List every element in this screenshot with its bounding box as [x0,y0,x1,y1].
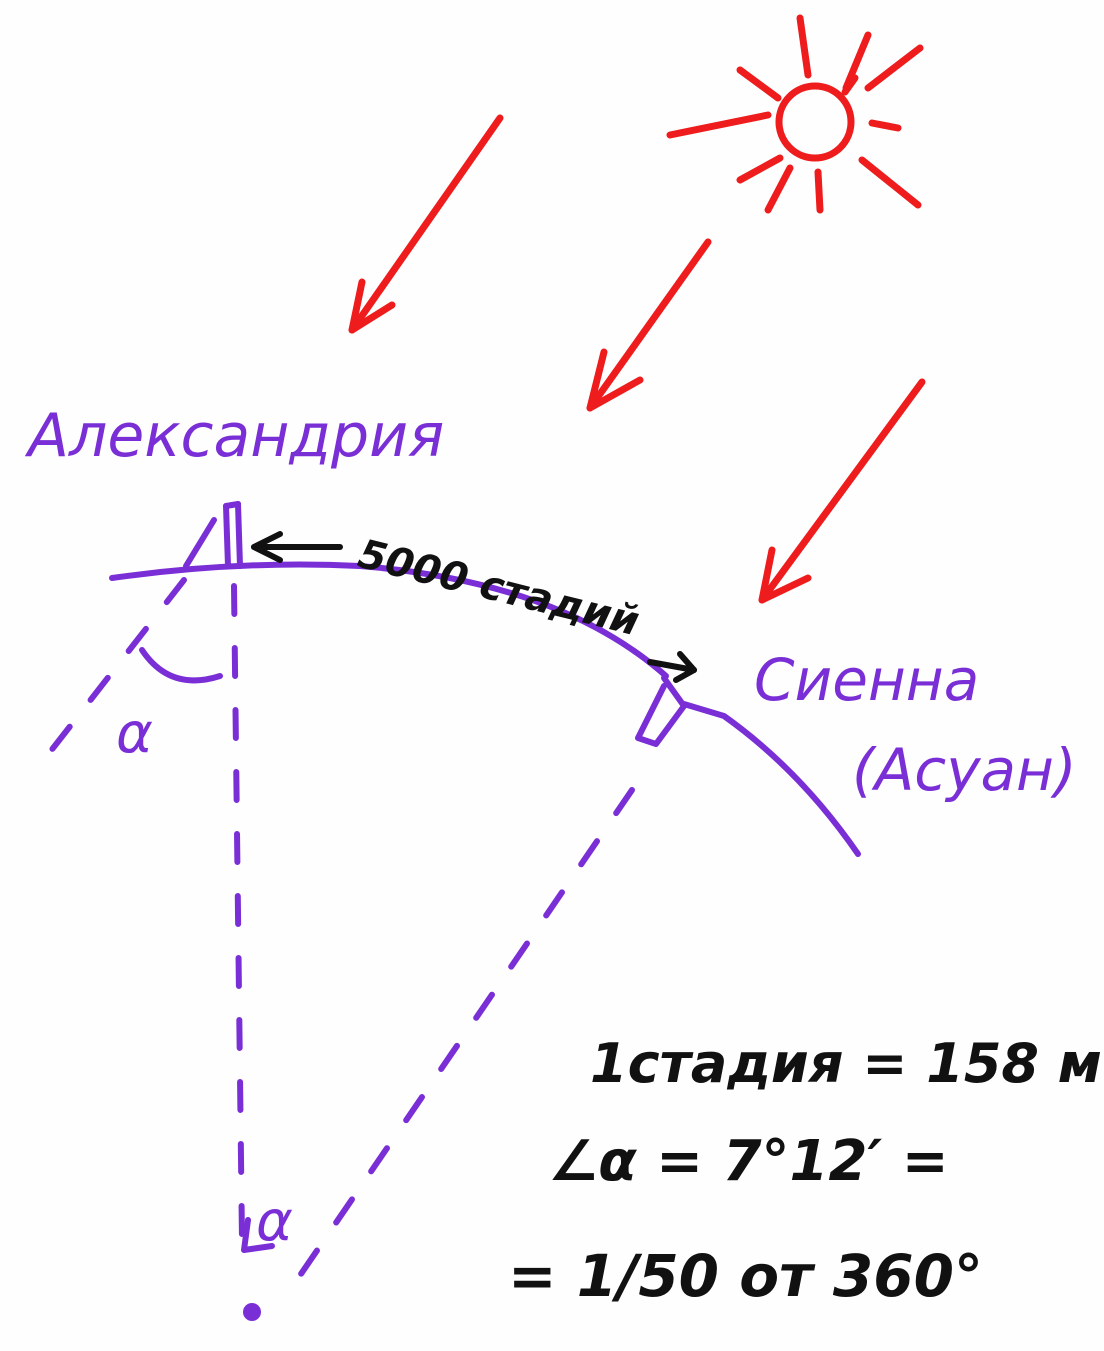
vertical-dashed-line [231,583,245,1243]
sun-disc [775,82,855,162]
earth-center-point [243,1303,261,1321]
sun-ray [842,31,872,92]
sun-icon [666,14,924,214]
arrow-down-left-icon [758,378,926,604]
shadow-dashed-line [33,577,187,773]
sun-ray [736,154,784,184]
sun-ray [796,14,812,79]
angle-arc-center [241,1217,275,1253]
arrow-left-icon [251,531,343,563]
alpha-label-top: α [116,701,153,766]
formula-angle: ∠α = 7°12′ = [548,1129,949,1194]
alexandria-obelisk [183,501,243,569]
formula-stadia: 1стадия = 158 м [590,1032,1102,1095]
arrow-down-left-icon [348,114,504,334]
arrow-down-left-icon [586,238,712,412]
sun-ray [841,74,859,96]
sun-ray [814,168,824,214]
angle-arc-top [139,647,223,684]
sun-ray [858,156,922,209]
sun-ray [868,119,902,132]
sun-ray [736,66,782,102]
alexandria-label: Александрия [24,401,444,471]
aswan-label: (Асуан) [852,736,1077,804]
alpha-label-center: α [256,1189,293,1254]
formula-fraction: = 1/50 от 360° [508,1242,983,1310]
earth-surface-arc-lower [681,701,861,857]
sun-ray [764,164,794,214]
sun-ray [864,44,924,92]
sienna-dashed-line [287,787,635,1293]
sun-ray [666,111,772,139]
arrow-right-icon [647,651,697,683]
sienna-well [635,675,687,747]
earth-surface-arc [109,561,669,679]
distance-label: 5000 стадий [354,531,644,645]
sienna-label: Сиенна [754,646,979,714]
